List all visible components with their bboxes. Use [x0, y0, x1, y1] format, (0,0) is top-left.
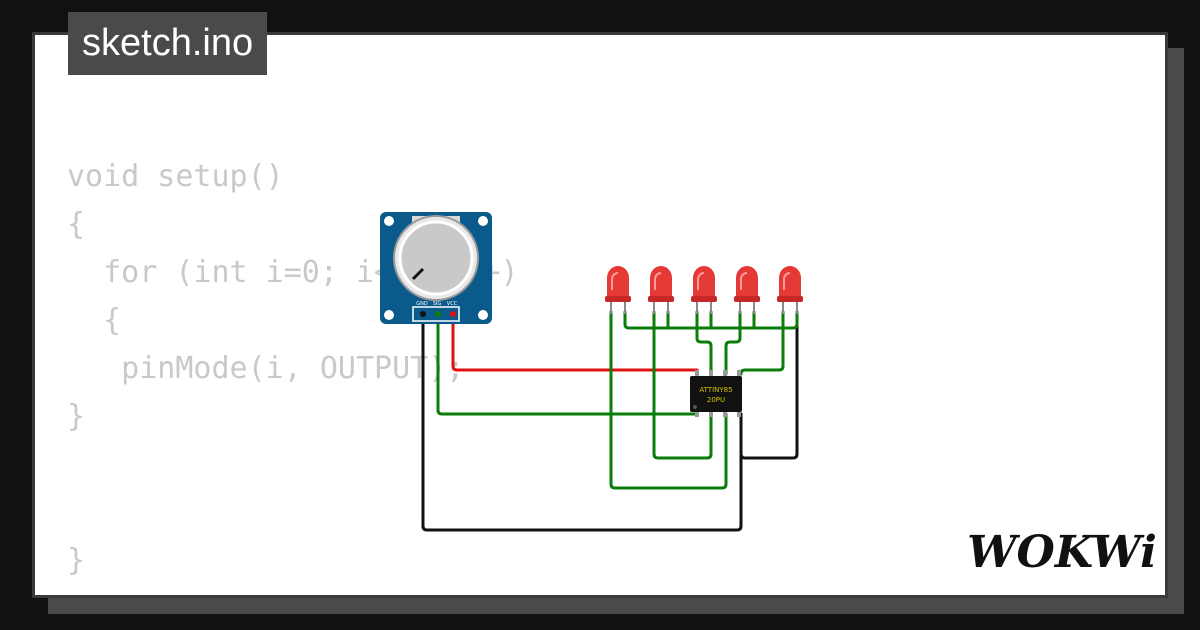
code-line: {: [67, 207, 86, 242]
wire-led3: [695, 310, 713, 376]
pin-label-sig: SIG: [433, 301, 442, 307]
led-3[interactable]: [691, 266, 717, 314]
wire-led4: [724, 310, 742, 376]
wokwi-logo: WOKWi: [967, 527, 1157, 578]
chip-label-line1: ATTINY85: [699, 386, 732, 394]
led-5[interactable]: [777, 266, 803, 314]
code-line: pinMode(i, OUTPUT);: [67, 351, 465, 386]
code-line: void loop(): [67, 585, 519, 595]
file-tab[interactable]: sketch.ino: [68, 12, 268, 75]
pin-label-vcc: VCC: [447, 301, 458, 307]
wire-led-bus-2: [666, 310, 756, 330]
code-line: {: [67, 303, 122, 338]
led-2[interactable]: [648, 266, 674, 314]
wire-ground-led5: [739, 318, 799, 460]
chip-label-line2: 20PU: [707, 396, 725, 404]
brand-name: WOKWi: [967, 527, 1157, 578]
led-group: [605, 266, 803, 314]
wire-led5-signal: [739, 310, 785, 376]
led-1[interactable]: [605, 266, 631, 314]
potentiometer-knob[interactable]: [398, 220, 474, 296]
wire-ground: [421, 315, 743, 532]
code-line: }: [67, 399, 86, 434]
preview-card: void setup(){ for (int i=0; i<5; i++) { …: [32, 32, 1168, 598]
attiny85-chip[interactable]: ATTINY85 20PU: [690, 370, 742, 417]
code-line: }: [67, 543, 86, 578]
wire-power: [451, 315, 699, 372]
wire-signal: [436, 315, 699, 416]
code-line: void setup(): [67, 159, 284, 194]
wire-led1: [609, 310, 728, 490]
wire-led2: [652, 310, 713, 460]
potentiometer[interactable]: GND SIG VCC: [380, 212, 492, 324]
led-4[interactable]: [734, 266, 760, 314]
pin-label-gnd: GND: [416, 301, 428, 307]
